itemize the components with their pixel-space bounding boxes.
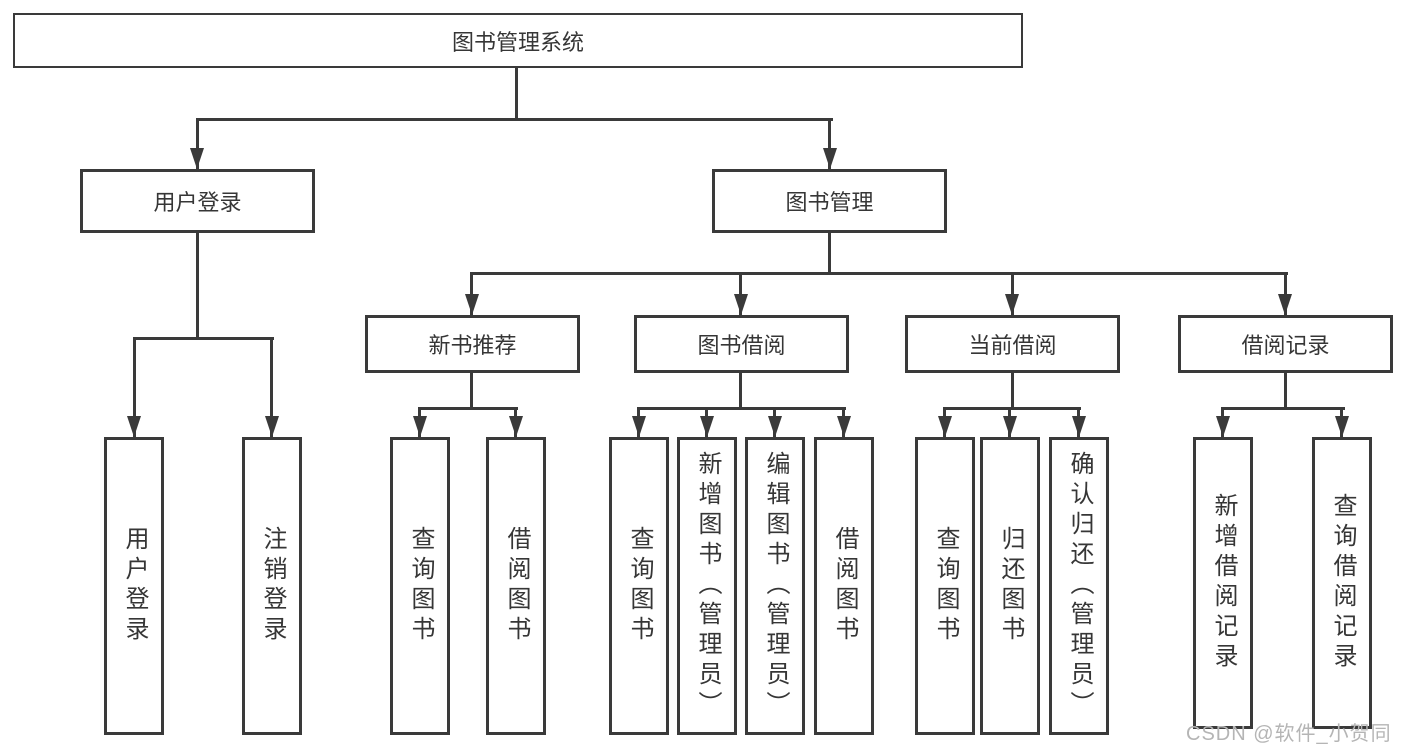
connector-line xyxy=(196,118,833,121)
leaf-nbr-borrow-books: 借阅图书 xyxy=(486,437,546,735)
arrowhead xyxy=(265,416,279,437)
leaf-bb-query-books: 查询图书 xyxy=(609,437,669,735)
node-root: 图书管理系统 xyxy=(13,13,1023,68)
connector-line xyxy=(133,337,136,437)
arrowhead xyxy=(1072,416,1086,437)
connector-line xyxy=(1011,272,1014,315)
leaf-bb-add-books-admin: 新增图书（管理员） xyxy=(677,437,737,735)
leaf-bb-edit-books-admin: 编辑图书（管理员） xyxy=(745,437,805,735)
arrowhead xyxy=(413,416,427,437)
connector-line xyxy=(470,272,473,315)
node-user-login: 用户登录 xyxy=(80,169,315,233)
arrowhead xyxy=(632,416,646,437)
arrowhead xyxy=(823,148,837,169)
connector-line xyxy=(196,233,199,340)
connector-line xyxy=(133,337,274,340)
connector-line xyxy=(1222,407,1345,410)
connector-line xyxy=(638,407,846,410)
arrowhead xyxy=(509,416,523,437)
node-book-management: 图书管理 xyxy=(712,169,947,233)
arrowhead xyxy=(837,416,851,437)
leaf-logout: 注销登录 xyxy=(242,437,302,735)
arrowhead xyxy=(127,416,141,437)
arrowhead xyxy=(768,416,782,437)
connector-line xyxy=(944,407,1081,410)
arrowhead xyxy=(1005,294,1019,315)
connector-line xyxy=(739,373,742,410)
node-borrow-records: 借阅记录 xyxy=(1178,315,1393,373)
connector-line xyxy=(470,373,473,410)
connector-line xyxy=(515,68,518,121)
leaf-br-add-borrow-record: 新增借阅记录 xyxy=(1193,437,1253,729)
connector-line xyxy=(1284,272,1287,315)
connector-line xyxy=(270,337,273,437)
connector-line xyxy=(196,118,199,169)
leaf-cb-query-books: 查询图书 xyxy=(915,437,975,735)
arrowhead xyxy=(1278,294,1292,315)
node-new-book-recommend: 新书推荐 xyxy=(365,315,580,373)
arrowhead xyxy=(190,148,204,169)
node-current-borrow: 当前借阅 xyxy=(905,315,1120,373)
connector-line xyxy=(1011,373,1014,410)
connector-line xyxy=(419,407,518,410)
arrowhead xyxy=(700,416,714,437)
leaf-user-login: 用户登录 xyxy=(104,437,164,735)
arrowhead xyxy=(734,294,748,315)
connector-line xyxy=(739,272,742,315)
arrowhead xyxy=(1003,416,1017,437)
leaf-cb-return-books: 归还图书 xyxy=(980,437,1040,735)
arrowhead xyxy=(1216,416,1230,437)
arrowhead xyxy=(1335,416,1349,437)
arrowhead xyxy=(465,294,479,315)
leaf-bb-borrow-books: 借阅图书 xyxy=(814,437,874,735)
connector-line xyxy=(828,233,831,275)
watermark: CSDN @软件_小贺同学 xyxy=(1186,723,1392,745)
connector-line xyxy=(1284,373,1287,410)
connector-line xyxy=(828,118,831,169)
leaf-br-query-borrow-record: 查询借阅记录 xyxy=(1312,437,1372,729)
leaf-nbr-query-books: 查询图书 xyxy=(390,437,450,735)
leaf-cb-confirm-return-admin: 确认归还（管理员） xyxy=(1049,437,1109,735)
connector-line xyxy=(471,272,1288,275)
arrowhead xyxy=(938,416,952,437)
node-book-borrow: 图书借阅 xyxy=(634,315,849,373)
